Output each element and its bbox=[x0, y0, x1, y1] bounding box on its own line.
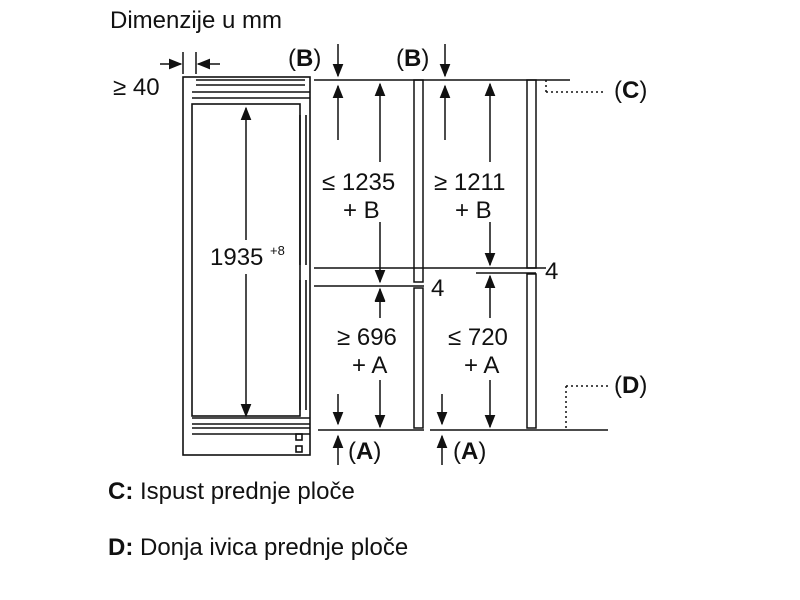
upper-left-line2: + B bbox=[343, 197, 380, 224]
marker-b-right-letter: B bbox=[404, 45, 421, 72]
legend-c-text: Ispust prednje ploče bbox=[140, 478, 355, 505]
marker-a-right-letter: A bbox=[461, 438, 478, 465]
svg-text:(C): (C) bbox=[614, 77, 647, 104]
marker-a-right: (A) bbox=[436, 394, 486, 465]
legend-c-key: C: bbox=[108, 478, 134, 505]
upper-left-line1: ≤ 1235 bbox=[322, 169, 395, 196]
upper-left-dimension: ≤ 1235 + B bbox=[322, 82, 395, 284]
marker-c: (C) bbox=[545, 77, 647, 104]
svg-text:(A): (A) bbox=[348, 438, 381, 465]
marker-a-left: (A) bbox=[332, 394, 381, 465]
min-top-gap-dimension: ≥ 40 bbox=[113, 52, 220, 101]
legend-c: C: Ispust prednje ploče bbox=[108, 478, 355, 506]
lower-right-dimension: ≤ 720 + A bbox=[448, 274, 508, 429]
appliance-side-view bbox=[182, 76, 311, 456]
svg-text:(B): (B) bbox=[396, 45, 429, 72]
diagram-title: Dimenzije u mm bbox=[110, 7, 282, 34]
svg-text:(D): (D) bbox=[614, 372, 647, 399]
appliance-height-tolerance: +8 bbox=[270, 243, 285, 258]
marker-d: (D) bbox=[565, 372, 647, 430]
legend-d-key: D: bbox=[108, 534, 134, 561]
marker-a-left-letter: A bbox=[356, 438, 373, 465]
lower-left-line1: ≥ 696 bbox=[337, 324, 397, 351]
min-top-gap-label: ≥ 40 bbox=[113, 74, 160, 101]
gap-left-label: 4 bbox=[431, 275, 444, 302]
appliance-height-dimension: 1935 +8 bbox=[205, 106, 293, 418]
legend-d: D: Donja ivica prednje ploče bbox=[108, 534, 408, 562]
niche-left-structure bbox=[314, 79, 430, 431]
lower-left-line2: + A bbox=[352, 352, 387, 379]
marker-d-letter: D bbox=[622, 372, 639, 399]
gap-right-label: 4 bbox=[545, 258, 558, 285]
appliance-height-label: 1935 bbox=[210, 244, 263, 271]
lower-left-dimension: ≥ 696 + A bbox=[337, 288, 397, 429]
marker-c-letter: C bbox=[622, 77, 639, 104]
svg-text:(B): (B) bbox=[288, 45, 321, 72]
svg-text:(A): (A) bbox=[453, 438, 486, 465]
upper-right-dimension: ≥ 1211 + B bbox=[434, 82, 505, 267]
lower-right-line2: + A bbox=[464, 352, 499, 379]
legend-d-text: Donja ivica prednje ploče bbox=[140, 534, 409, 561]
lower-right-line1: ≤ 720 bbox=[448, 324, 508, 351]
upper-right-line1: ≥ 1211 bbox=[434, 169, 505, 196]
gap-left-dimension: 4 bbox=[374, 275, 444, 302]
marker-b-left: (B) bbox=[288, 44, 344, 140]
upper-right-line2: + B bbox=[455, 197, 492, 224]
marker-b-left-letter: B bbox=[296, 45, 313, 72]
niche-right-structure bbox=[424, 79, 608, 431]
marker-b-right: (B) bbox=[396, 44, 451, 140]
